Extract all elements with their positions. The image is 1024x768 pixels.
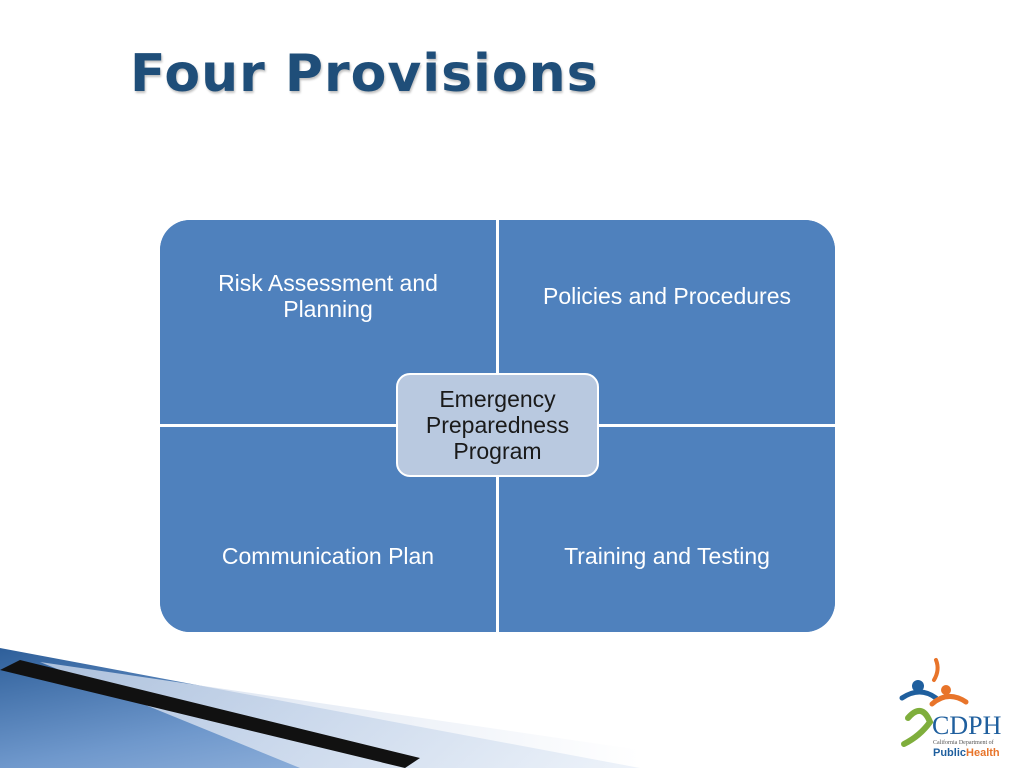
logo-org-line: California Department of (933, 739, 994, 746)
quadrant-label-bottom-right: Training and Testing (564, 543, 770, 569)
center-label: Emergency Preparedness Program (425, 386, 570, 464)
cdph-logo-mark: CDPH California Department of PublicHeal… (899, 658, 1002, 759)
logo-health: Health (966, 747, 1000, 759)
decorative-swoosh (0, 648, 640, 768)
slide-title: Four Provisions (130, 44, 599, 104)
logo-public: Public (933, 747, 966, 759)
provisions-matrix: Risk Assessment and Planning Policies an… (160, 220, 835, 632)
quadrant-label-bottom-left: Communication Plan (221, 543, 435, 569)
logo-wordmark: PublicHealth (933, 747, 1000, 759)
center-program-box: Emergency Preparedness Program (396, 373, 599, 477)
logo-acronym: CDPH (932, 711, 1002, 740)
quadrant-label-top-right: Policies and Procedures (542, 283, 792, 309)
quadrant-label-top-left: Risk Assessment and Planning (218, 270, 438, 322)
cdph-logo: CDPH California Department of PublicHeal… (896, 656, 1020, 760)
